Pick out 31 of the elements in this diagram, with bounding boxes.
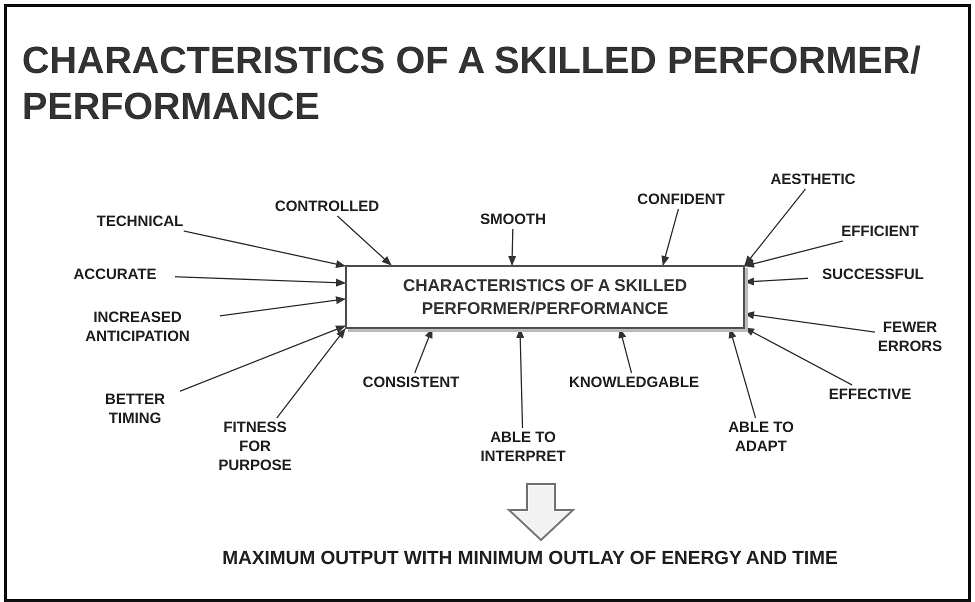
characteristic-label: EFFICIENT bbox=[830, 222, 930, 241]
characteristic-label: FITNESS FOR PURPOSE bbox=[210, 418, 300, 475]
characteristic-label: KNOWLEDGABLE bbox=[560, 373, 708, 392]
characteristic-label: ABLE TO INTERPRET bbox=[468, 428, 578, 466]
arrow bbox=[744, 240, 843, 268]
arrow bbox=[336, 216, 392, 266]
arrow bbox=[276, 328, 346, 418]
characteristic-label: FEWER ERRORS bbox=[875, 318, 945, 356]
arrow bbox=[174, 276, 346, 287]
characteristic-label: CONTROLLED bbox=[262, 197, 392, 216]
characteristic-label: EFFECTIVE bbox=[815, 385, 925, 404]
characteristic-label: INCREASED ANTICIPATION bbox=[55, 308, 220, 346]
conclusion-text: MAXIMUM OUTPUT WITH MINIMUM OUTLAY OF ENERGY AND TIME bbox=[110, 548, 950, 570]
block-arrow bbox=[506, 483, 576, 542]
characteristic-label: AESTHETIC bbox=[758, 170, 868, 189]
title: CHARACTERISTICS OF A SKILLED PERFORMER/ PERFORMANCE bbox=[22, 39, 922, 130]
characteristic-label: BETTER TIMING bbox=[90, 390, 180, 428]
arrow bbox=[180, 325, 346, 392]
characteristic-label: TECHNICAL bbox=[80, 212, 200, 231]
arrow bbox=[508, 228, 516, 266]
central-box: CHARACTERISTICS OF A SKILLED PERFORMER/PERFORMANCE bbox=[345, 265, 745, 329]
characteristic-label: ACCURATE bbox=[55, 265, 175, 284]
characteristic-label: CONFIDENT bbox=[622, 190, 740, 209]
arrow bbox=[220, 296, 346, 316]
arrow bbox=[744, 188, 806, 266]
characteristic-label: SUCCESSFUL bbox=[808, 265, 938, 284]
arrow bbox=[184, 230, 346, 268]
arrow bbox=[662, 208, 680, 266]
characteristic-label: SMOOTH bbox=[470, 210, 556, 229]
characteristic-label: CONSISTENT bbox=[352, 373, 470, 392]
characteristic-label: ABLE TO ADAPT bbox=[722, 418, 800, 456]
